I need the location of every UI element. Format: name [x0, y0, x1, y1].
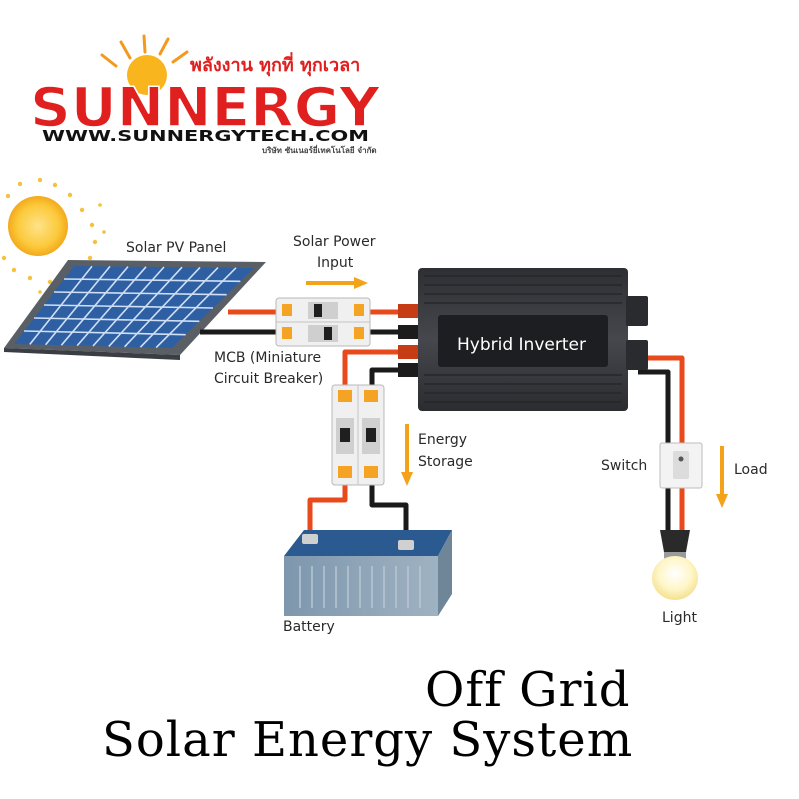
panel-cell-grid: [23, 265, 241, 349]
diagram-title: Off Grid Solar Energy System: [0, 660, 799, 790]
energy-storage-arrow-icon: [401, 424, 413, 486]
brand-logo: พลังงาน ทุกที่ ทุกเวลา SUNNERGY WWW.SUNN…: [29, 34, 382, 155]
brand-website: WWW.SUNNERGYTECH.COM: [42, 127, 369, 145]
sun-icon: [1, 177, 106, 294]
inverter-label: Hybrid Inverter: [457, 335, 586, 355]
light-bulb-icon: [652, 530, 698, 600]
solar-panel-label: Solar PV Panel: [126, 240, 226, 256]
battery-label: Battery: [283, 619, 335, 635]
solar-power-input-label-line2: Input: [317, 255, 354, 271]
logo-sunburst-icon: [100, 34, 189, 68]
load-arrow-icon: [716, 446, 728, 508]
energy-storage-label-line1: Energy: [418, 432, 467, 448]
switch-label: Switch: [601, 458, 647, 474]
battery: [284, 530, 452, 616]
light-label: Light: [662, 610, 697, 626]
mcb-pv-side: [275, 297, 371, 347]
title-line-2: Solar Energy System: [102, 712, 634, 768]
brand-name: SUNNERGY: [30, 76, 381, 139]
mcb-battery-side: [331, 384, 385, 486]
light-switch: [659, 442, 703, 489]
brand-tagline: พลังงาน ทุกที่ ทุกเวลา: [190, 52, 360, 77]
hybrid-inverter: Hybrid Inverter: [398, 268, 648, 411]
mcb-label-line2: Circuit Breaker): [214, 371, 323, 387]
load-label: Load: [734, 462, 768, 478]
brand-company: บริษัท ซันเนอร์ยี่เทคโนโลยี จำกัด: [262, 144, 377, 155]
solar-pv-panel: [4, 260, 266, 360]
wiring: [200, 309, 685, 545]
solar-input-arrow-icon: [306, 277, 368, 289]
logo-sun-icon: [127, 55, 167, 95]
inverter-fins: [424, 275, 622, 403]
mcb-label-line1: MCB (Miniature: [214, 350, 321, 366]
solar-power-input-label-line1: Solar Power: [293, 234, 376, 250]
energy-storage-label-line2: Storage: [418, 454, 473, 470]
title-line-1: Off Grid: [425, 662, 631, 718]
